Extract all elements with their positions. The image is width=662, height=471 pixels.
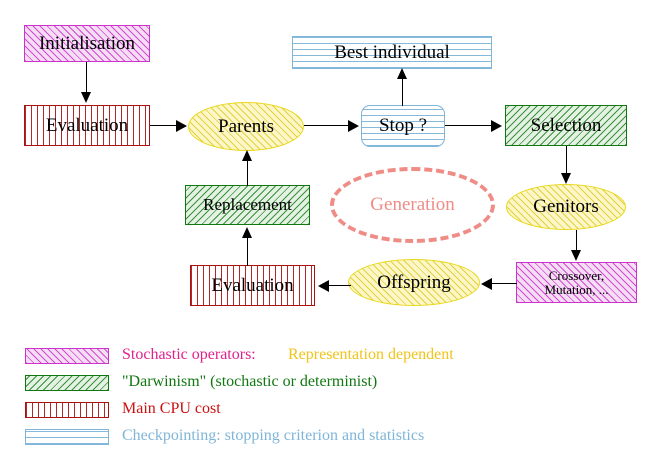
- edge-parents-to-stop: [304, 125, 350, 127]
- legend-label-representation-dependent: Representation dependent: [288, 346, 454, 363]
- node-replacement-label: Replacement: [203, 195, 292, 215]
- node-selection[interactable]: Selection: [505, 105, 627, 146]
- node-evaluation-top[interactable]: Evaluation: [24, 105, 150, 146]
- edge-eval-to-parents-arrowhead: [176, 120, 187, 132]
- node-offspring-label: Offspring: [377, 271, 451, 293]
- node-genitors-label: Genitors: [533, 196, 599, 218]
- legend-label-main-cpu-cost: Main CPU cost: [122, 400, 221, 417]
- legend-label-darwinism: "Darwinism" (stochastic or determinist): [122, 373, 378, 390]
- legend-swatch-red-vertical-hatch-icon: [25, 402, 109, 418]
- legend-label-checkpointing: Checkpointing: stopping criterion and st…: [122, 427, 425, 444]
- node-genitors[interactable]: Genitors: [506, 184, 626, 230]
- legend-swatch-green-diagonal-hatch-icon: [25, 375, 109, 391]
- edge-init-to-eval-arrowhead: [81, 92, 91, 103]
- node-offspring[interactable]: Offspring: [348, 259, 480, 306]
- legend-swatch-magenta-diagonal-hatch-icon: [25, 348, 109, 364]
- edge-genitors-to-crossover: [576, 230, 578, 252]
- legend-label-stochastic-operators: Stochastic operators:: [122, 346, 256, 363]
- legend-row-darwinism: "Darwinism" (stochastic or determinist): [0, 373, 662, 397]
- node-parents[interactable]: Parents: [188, 102, 304, 151]
- edge-selection-to-genitors: [566, 146, 568, 175]
- node-parents-label: Parents: [218, 115, 274, 137]
- node-crossover-mutation[interactable]: Crossover, Mutation, ...: [516, 262, 637, 303]
- node-initialisation-label: Initialisation: [38, 32, 136, 54]
- node-evaluation-bottom[interactable]: Evaluation: [190, 265, 315, 306]
- edge-stop-to-selection-arrowhead: [491, 120, 502, 132]
- node-crossover-label-line1: Crossover,: [548, 267, 605, 283]
- edge-crossover-to-offspring: [492, 283, 517, 285]
- node-generation-group: Generation: [330, 167, 495, 243]
- node-evaluation-bottom-label: Evaluation: [211, 274, 294, 296]
- legend-row-stochastic: Stochastic operators: Representation dep…: [0, 346, 662, 370]
- edge-genitors-to-crossover-arrowhead: [571, 250, 581, 261]
- node-crossover-label-line2: Mutation, ...: [544, 281, 609, 297]
- edge-stop-to-selection: [445, 125, 493, 127]
- edge-stop-to-best: [402, 76, 404, 106]
- legend-row-cpu-cost: Main CPU cost: [0, 400, 662, 424]
- legend-row-checkpointing: Checkpointing: stopping criterion and st…: [0, 427, 662, 451]
- edge-init-to-eval: [86, 62, 88, 94]
- node-initialisation[interactable]: Initialisation: [24, 25, 150, 62]
- legend-swatch-blue-horizontal-hatch-icon: [25, 429, 109, 445]
- edge-replacement-to-parents: [247, 160, 249, 186]
- edge-parents-to-stop-arrowhead: [348, 120, 359, 132]
- edge-stop-to-best-arrowhead: [397, 68, 407, 79]
- node-stop-label: Stop ?: [378, 115, 428, 137]
- node-generation-label: Generation: [370, 194, 455, 216]
- node-evaluation-top-label: Evaluation: [45, 114, 129, 136]
- edge-eval-to-replacement: [247, 236, 249, 266]
- node-best-individual-label: Best individual: [334, 41, 450, 63]
- edge-replacement-to-parents-arrowhead: [242, 150, 252, 161]
- node-stop[interactable]: Stop ?: [361, 105, 445, 147]
- node-replacement[interactable]: Replacement: [185, 185, 310, 225]
- edge-offspring-to-eval-arrowhead: [318, 280, 329, 292]
- node-best-individual[interactable]: Best individual: [292, 36, 492, 69]
- edge-selection-to-genitors-arrowhead: [561, 173, 571, 184]
- edge-offspring-to-eval: [329, 285, 351, 287]
- node-selection-label: Selection: [530, 114, 602, 136]
- edge-eval-to-parents: [150, 125, 180, 127]
- edge-eval-to-replacement-arrowhead: [242, 227, 252, 238]
- edge-crossover-to-offspring-arrowhead: [481, 278, 492, 290]
